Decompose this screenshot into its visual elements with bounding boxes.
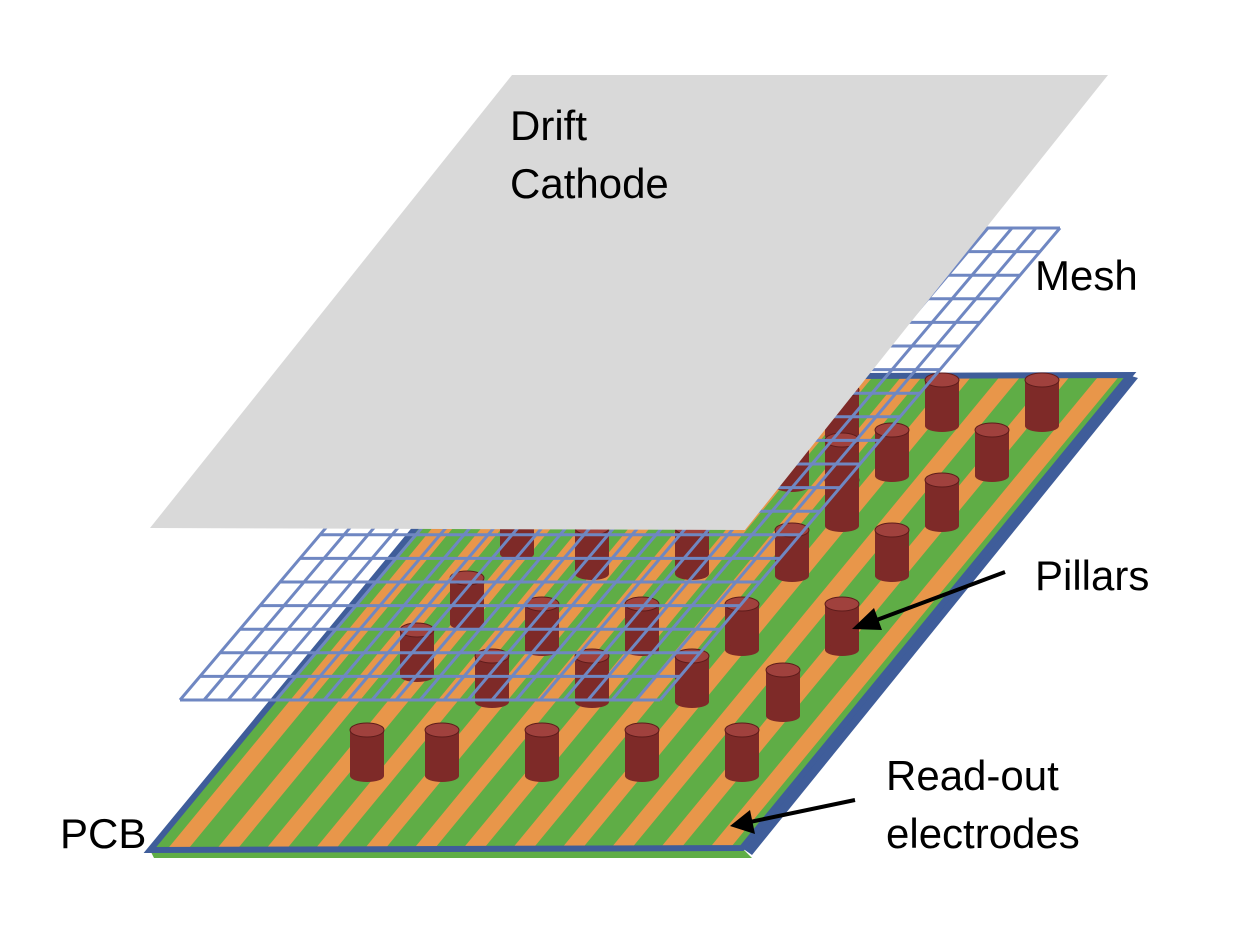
readout-label-line1: Read-out xyxy=(886,752,1059,799)
pillar xyxy=(924,372,960,432)
drift-label-line2: Cathode xyxy=(510,160,669,207)
pillar xyxy=(724,722,760,782)
readout-label-line2: electrodes xyxy=(886,810,1080,857)
mesh-label: Mesh xyxy=(1035,252,1138,299)
pillar xyxy=(349,722,385,782)
pcb-side-edge xyxy=(742,375,1138,855)
readout-electrode-strip xyxy=(512,375,923,849)
readout-arrow-head xyxy=(730,810,755,834)
readout-electrode-strip xyxy=(709,375,1121,849)
readout-electrode-strip xyxy=(660,375,1071,849)
pillar xyxy=(924,472,960,532)
pillar xyxy=(574,520,610,580)
pillar xyxy=(624,722,660,782)
pillar xyxy=(824,596,860,656)
pillar xyxy=(1024,372,1060,432)
drift-cathode-plane xyxy=(150,75,1108,530)
pillar xyxy=(874,422,910,482)
pillars-label: Pillars xyxy=(1035,552,1149,599)
readout-electrode-strip xyxy=(610,375,1022,849)
pillar xyxy=(974,422,1010,482)
pillars-arrow-head xyxy=(852,608,882,630)
drift-label-line1: Drift xyxy=(510,102,587,149)
readout-arrow-line xyxy=(744,798,856,825)
pillar xyxy=(765,662,801,722)
pcb-label: PCB xyxy=(60,810,146,857)
pillar xyxy=(424,722,460,782)
pillar xyxy=(874,522,910,582)
arrows xyxy=(730,570,1006,834)
pillars-arrow-line xyxy=(865,570,1006,626)
pillar xyxy=(524,722,560,782)
readout-electrode-strip xyxy=(561,375,973,849)
